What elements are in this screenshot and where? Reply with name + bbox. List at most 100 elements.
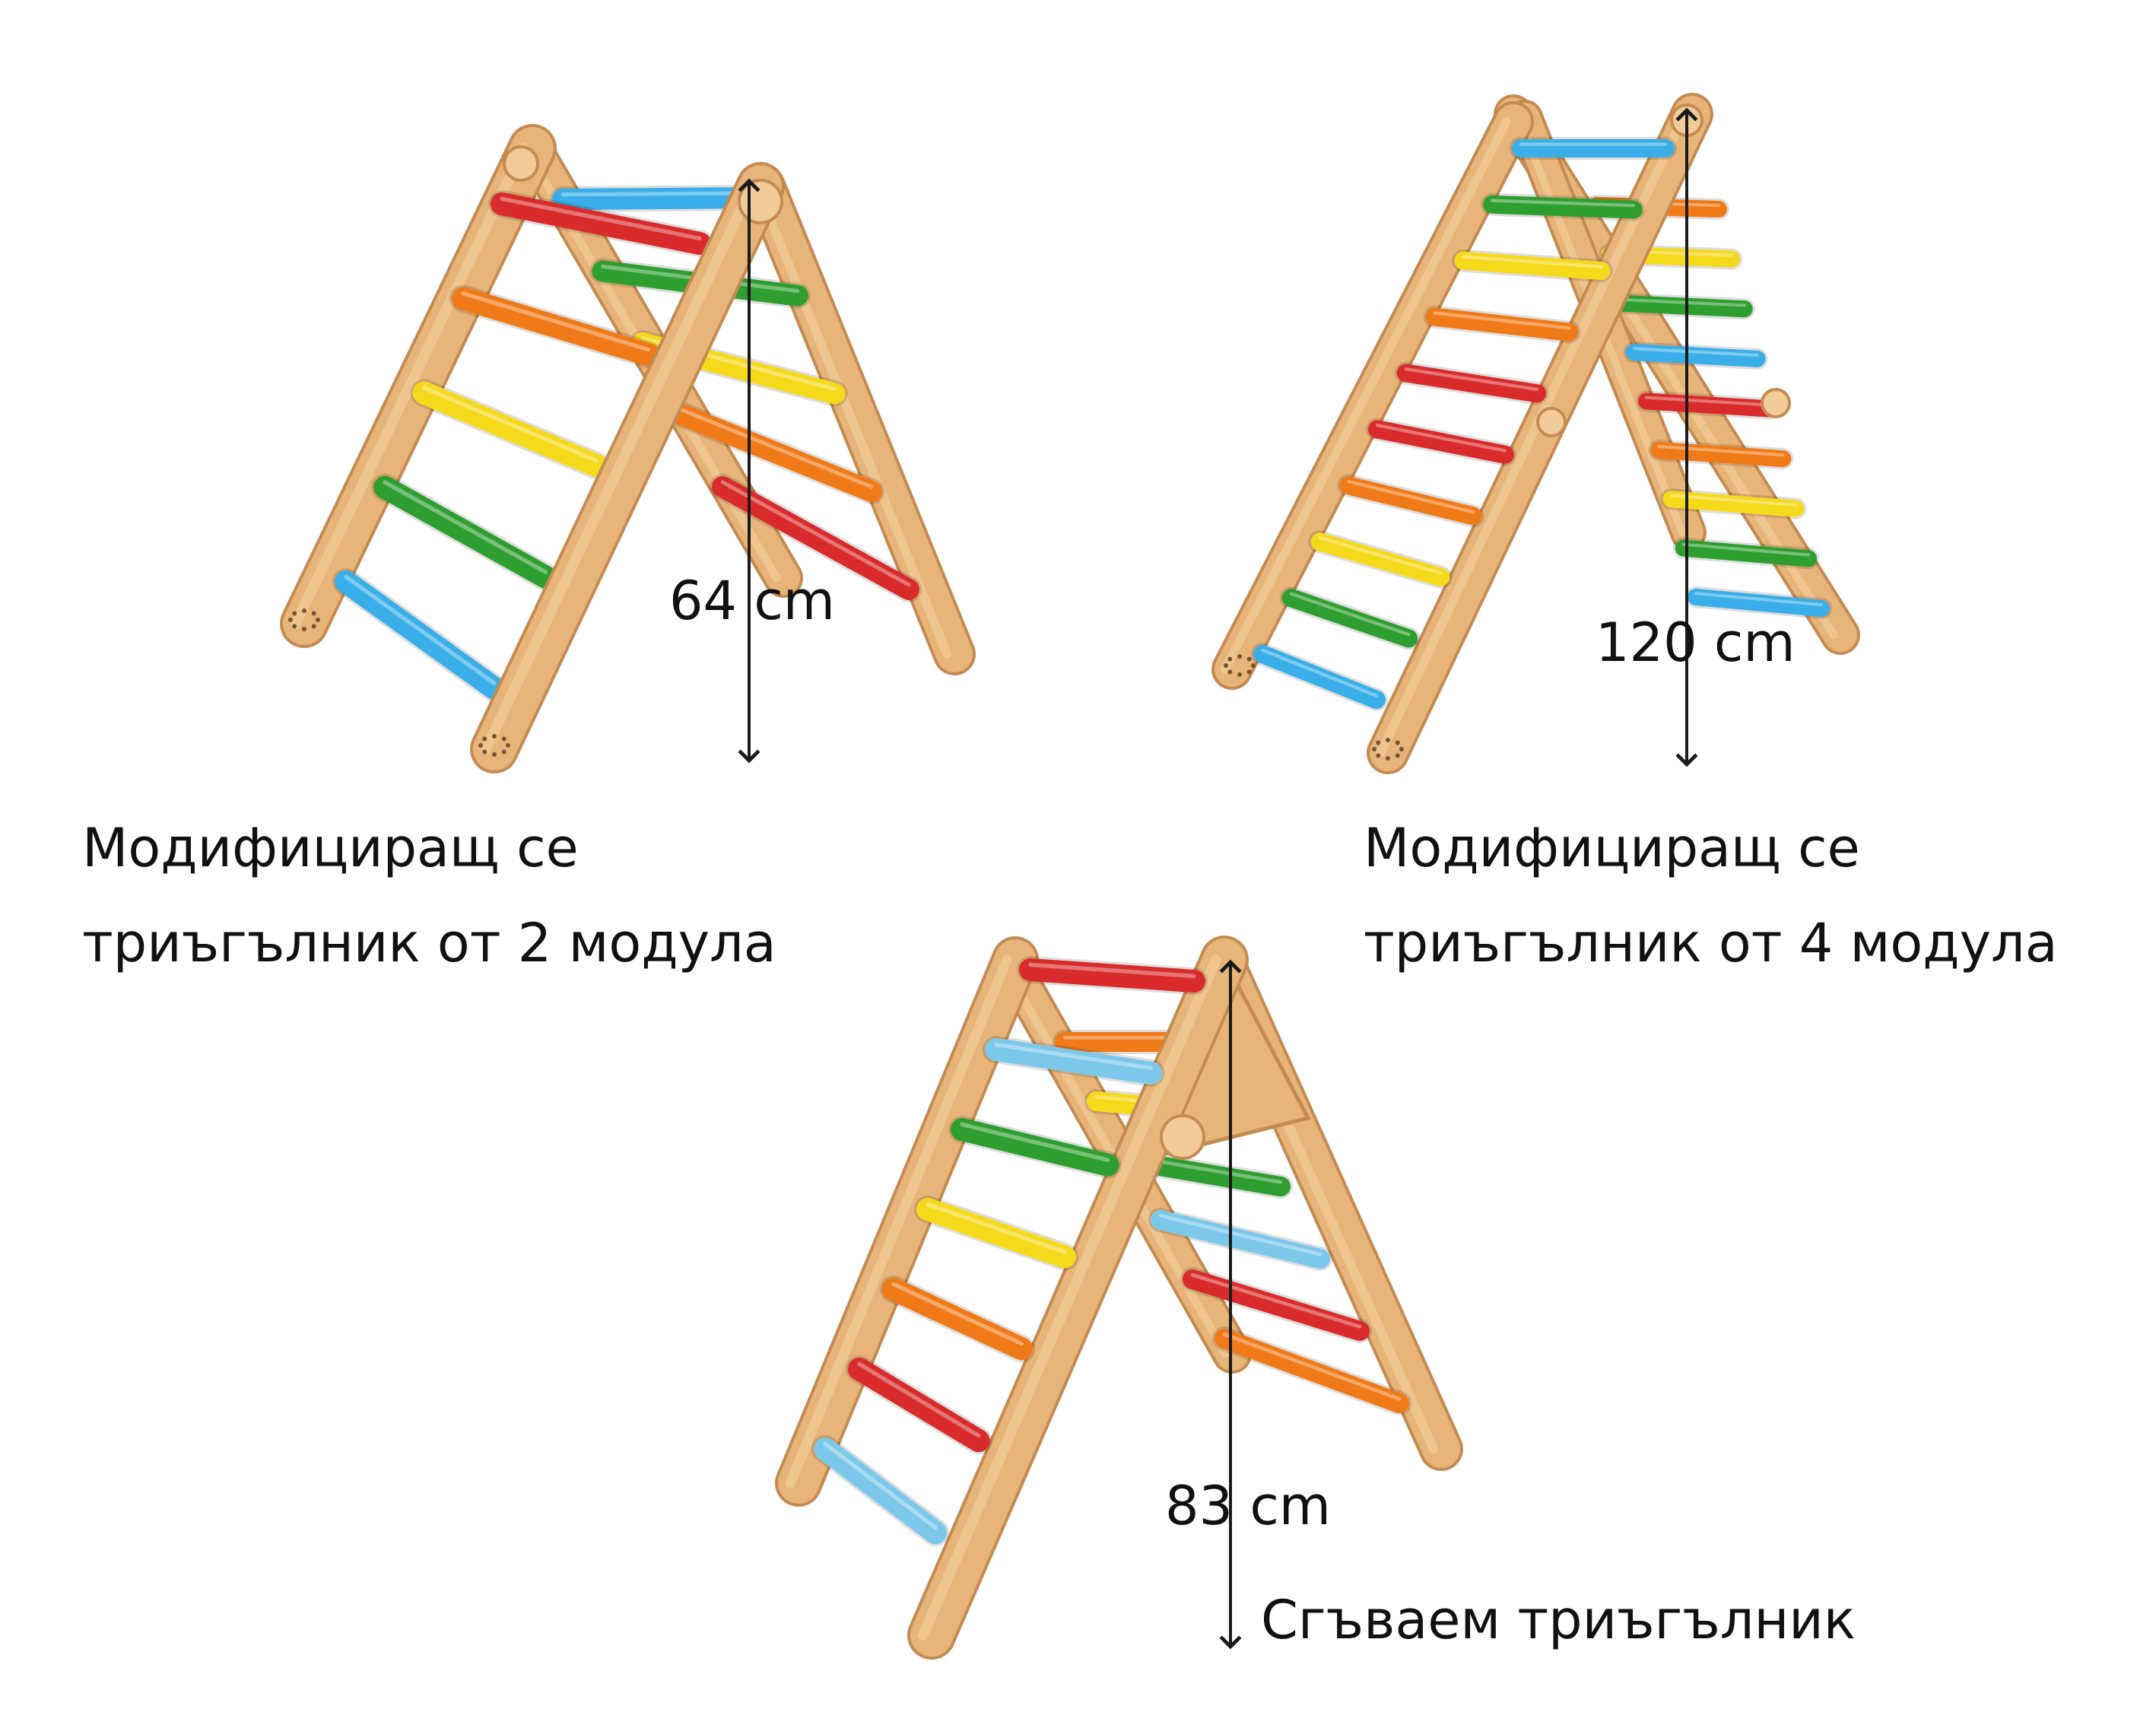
vent-hole — [482, 749, 487, 754]
hinge-knob — [503, 145, 539, 182]
front-ladder-rung — [1483, 195, 1643, 219]
height-label-folding: 83 cm — [1165, 1475, 1331, 1537]
front-ladder-rung-shine — [1260, 648, 1379, 697]
vent-hole — [1376, 740, 1381, 745]
height-label-2-module: 64 cm — [669, 570, 835, 632]
foot-vents — [1372, 738, 1404, 761]
vent-hole — [1246, 656, 1252, 662]
front-ladder-rung — [1425, 307, 1579, 342]
back-ladder-rung — [1638, 392, 1779, 418]
front-ladder-rung-shine — [1289, 592, 1411, 637]
front-ladder-rung-shine — [1028, 962, 1196, 979]
front-ladder-rung-shine — [857, 1361, 981, 1438]
front-ladder-rung — [951, 1118, 1119, 1177]
front-ladder-rung-shine — [344, 574, 497, 686]
vent-hole — [482, 736, 487, 742]
front-ladder-rung — [848, 1358, 990, 1453]
vent-hole — [1386, 738, 1390, 742]
hinge-knob — [1160, 1114, 1205, 1160]
back-ladder-rung — [1675, 539, 1818, 567]
vent-hole — [1399, 747, 1404, 751]
vent-hole — [506, 743, 510, 748]
back-ladder-rung — [1215, 1329, 1409, 1413]
front-right-rail — [473, 165, 782, 770]
vent-hole — [1224, 663, 1228, 668]
front-left-rail-highlight — [290, 143, 529, 629]
joint-knob — [1761, 388, 1791, 418]
hinge-knob — [738, 179, 783, 224]
vent-hole — [1251, 663, 1256, 668]
caption-4-module-line1: Модифициращ се — [1364, 817, 1860, 879]
back-ladder-rung — [552, 187, 771, 210]
caption-4-module-line2: триъгълник от 4 модула — [1364, 912, 2058, 974]
vent-hole — [492, 734, 497, 739]
front-ladder-rung-shine — [823, 1441, 938, 1530]
vent-hole — [1395, 753, 1400, 758]
front-ladder-rung-shine — [1404, 367, 1539, 392]
front-ladder-rung-shine — [1433, 311, 1571, 330]
vent-hole — [1395, 740, 1400, 745]
front-left-rail-highlight — [1221, 117, 1511, 674]
foot-vents — [1224, 654, 1256, 677]
caption-2-module-line2: триъгълник от 2 модула — [82, 912, 776, 974]
front-ladder-rung — [1281, 589, 1418, 648]
back-ladder-rung-shine — [1222, 1332, 1402, 1401]
back-ladder-rung-shine — [1681, 542, 1811, 557]
vent-hole — [311, 611, 316, 616]
triangle-2-module — [280, 124, 976, 774]
front-ladder-rung-shine — [1347, 479, 1475, 514]
front-ladder-rung — [1396, 364, 1547, 403]
front-ladder-rung-shine — [926, 1202, 1067, 1254]
front-right-rail — [1370, 96, 1710, 771]
front-right-rail-highlight — [917, 955, 1221, 1641]
back-ladder-rung-shine — [1694, 592, 1823, 607]
back-ladder-rung-shine — [560, 191, 763, 197]
front-ladder-rung-shine — [1462, 255, 1603, 268]
front-right-rail-highlight — [480, 181, 757, 754]
vent-hole — [302, 608, 306, 613]
front-ladder-rung — [985, 1038, 1163, 1085]
vent-hole — [1376, 753, 1381, 758]
front-ladder-rung-shine — [960, 1122, 1110, 1162]
front-ladder-rung — [373, 475, 557, 589]
front-left-rail — [778, 939, 1036, 1504]
vent-hole — [1372, 747, 1376, 751]
front-ladder-rung — [412, 381, 608, 478]
back-ladder-rung-shine — [680, 408, 874, 489]
front-ladder-rung-shine — [1375, 424, 1507, 453]
front-right-rail-highlight — [1376, 110, 1690, 758]
back-ladder-rung — [672, 404, 883, 503]
vent-hole — [1237, 654, 1242, 659]
foot-vents — [478, 734, 510, 757]
front-left-rail-highlight — [785, 955, 1012, 1488]
vent-hole — [1237, 672, 1242, 677]
front-ladder-rung-shine — [1318, 535, 1443, 575]
front-ladder-rung — [1454, 251, 1611, 281]
front-ladder-rung — [1368, 420, 1514, 464]
vent-hole — [302, 627, 306, 631]
back-ladder-rung-shine — [1645, 396, 1772, 407]
vent-hole — [292, 611, 297, 616]
vent-hole — [1246, 669, 1252, 675]
front-ladder-rung-shine — [500, 196, 702, 241]
vent-hole — [288, 618, 293, 622]
joint-knob — [1536, 407, 1567, 437]
back-ladder-rung — [1688, 589, 1830, 617]
vent-hole — [501, 736, 506, 742]
front-ladder-rung-shine — [461, 291, 651, 352]
front-ladder-rung — [882, 1278, 1034, 1361]
front-ladder-rung — [335, 570, 506, 700]
front-left-rail — [1215, 104, 1531, 687]
vent-hole — [501, 749, 506, 754]
front-right-rail — [910, 939, 1246, 1657]
vent-hole — [478, 743, 483, 748]
vent-hole — [492, 752, 497, 757]
back-right-rail-highlight — [752, 182, 952, 659]
foot-vents — [288, 608, 320, 631]
front-ladder-rung-shine — [891, 1282, 1024, 1346]
front-ladder-rung — [1253, 645, 1386, 709]
vent-hole — [316, 618, 320, 622]
vent-hole — [1386, 756, 1390, 761]
front-ladder-rung — [1019, 958, 1205, 993]
